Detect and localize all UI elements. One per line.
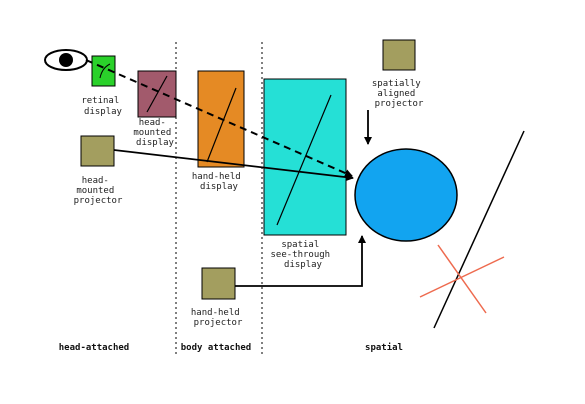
label-head-mounted-display: head- mounted display — [133, 118, 176, 148]
target-object-icon — [354, 148, 458, 242]
spatial-see-through-display-panel — [263, 78, 347, 236]
label-hand-held-display: hand-held display — [192, 172, 246, 192]
label-head-mounted-projector: head- mounted projector — [74, 176, 123, 206]
label-retinal-display: retinal display — [81, 96, 124, 117]
retinal-display-icon — [91, 55, 116, 87]
eye-icon — [44, 49, 88, 71]
category-spatial: spatial — [365, 342, 403, 353]
light-source-icon — [419, 244, 505, 314]
category-head-attached: head-attached — [59, 343, 129, 353]
head-mounted-projector-icon — [80, 135, 115, 167]
spatially-aligned-projector-icon — [382, 39, 416, 71]
spatial-line — [433, 130, 525, 329]
label-spatially-aligned-projector: spatially aligned projector — [372, 79, 426, 109]
label-hand-held-projector: hand-held projector — [191, 308, 245, 328]
label-spatial-see-through-display: spatial see-through display — [270, 240, 335, 270]
category-body-attached: body attached — [181, 343, 251, 353]
head-mounted-display-panel — [137, 70, 177, 118]
dashed-arrow-eye-to-target — [85, 59, 353, 177]
hand-held-projector-icon — [201, 267, 236, 300]
arrow-head-projector-to-target — [113, 149, 354, 182]
arrow-handheld-projector-to-target — [235, 235, 366, 287]
